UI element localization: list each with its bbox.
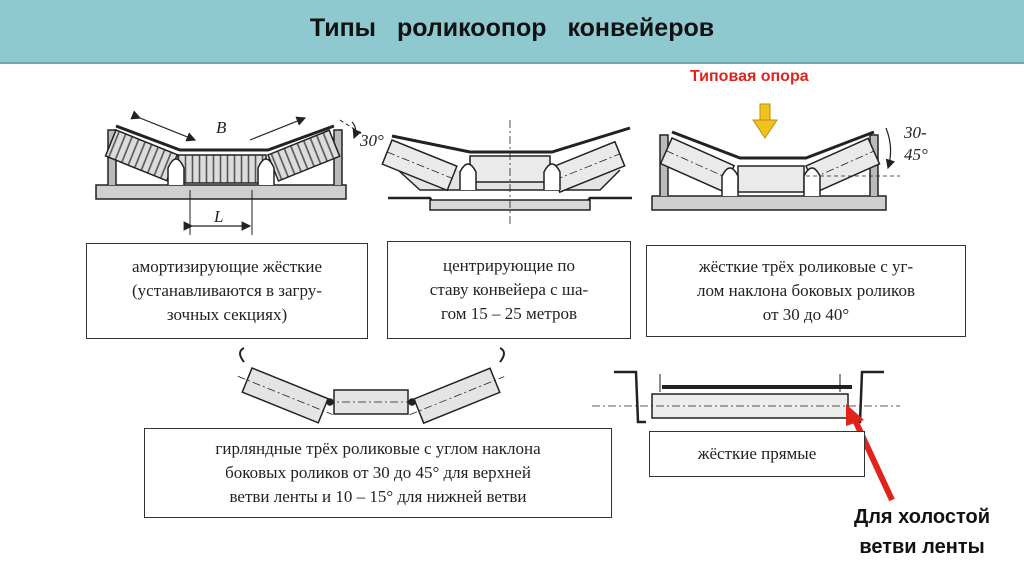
page-title: Типы роликоопор конвейеров — [309, 14, 715, 42]
straight-idler-caption: жёсткие прямые — [649, 431, 865, 477]
angle-30-label: 30° — [359, 131, 384, 150]
dimension-l-label: L — [213, 207, 223, 226]
impact-idler-drawing — [95, 110, 363, 235]
garland-idler-caption: гирляндные трёх роликовые с углом наклон… — [144, 428, 612, 518]
centering-idler-caption: центрирующие по ставу конвейера с ша- го… — [387, 241, 631, 339]
impact-idler-caption: амортизирующие жёсткие (устанавливаются … — [86, 243, 368, 339]
idle-branch-note: Для холостой ветви ленты — [853, 506, 991, 558]
typical-support-arrow — [752, 103, 778, 139]
dimension-b-label: B — [216, 118, 227, 137]
rigid-three-roller-caption: жёсткие трёх роликовые с уг- лом наклона… — [646, 245, 966, 337]
straight-idler-drawing — [592, 370, 900, 424]
angle-range-label-line1: 30- — [903, 123, 927, 142]
garland-idler-drawing — [237, 347, 505, 425]
base-frame — [95, 184, 347, 200]
centering-idler-drawing — [381, 120, 632, 225]
typical-support-label: Типовая опора — [690, 68, 809, 85]
header-bar: Типы роликоопор конвейеров — [0, 0, 1024, 64]
rigid-three-roller-drawing — [651, 127, 900, 211]
angle-range-label-line2: 45° — [904, 145, 928, 164]
